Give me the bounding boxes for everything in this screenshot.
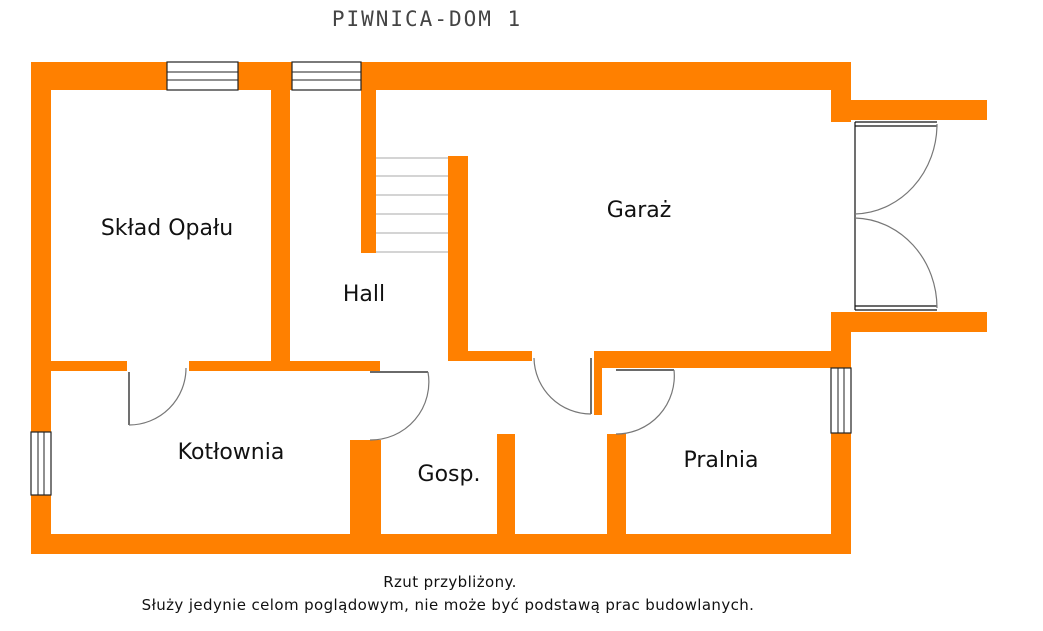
- wall-pralnia-left: [607, 434, 626, 544]
- room-label-hall: Hall: [343, 282, 385, 307]
- window-left-kotlownia: [30, 431, 52, 496]
- wall-garaz-left: [448, 156, 468, 361]
- room-labels: Skład Opału Hall Garaż Kotłownia Gosp. P…: [101, 198, 759, 487]
- windows: [30, 61, 852, 496]
- gate-wing-bottom: [831, 312, 987, 332]
- wall-garaz-bottom-left: [448, 351, 532, 361]
- door-hall-pralnia: [615, 369, 675, 435]
- wall-kotlownia-top-left: [31, 361, 127, 371]
- door-hall-garaz: [533, 357, 592, 415]
- wall-left: [31, 62, 51, 554]
- wall-hall-garaz: [361, 88, 376, 253]
- room-label-garaz: Garaż: [607, 198, 672, 223]
- interior-walls: [31, 88, 838, 544]
- wall-garaz-bottom-right: [594, 351, 838, 361]
- staircase: [376, 157, 448, 253]
- wall-sklad-hall: [271, 88, 290, 363]
- wall-top: [31, 62, 851, 90]
- door-hall-kotlownia: [369, 371, 430, 441]
- room-label-gosp: Gosp.: [418, 462, 481, 487]
- door-sklad-kotlownia: [128, 367, 187, 426]
- wall-pralnia-top: [602, 361, 838, 368]
- window-top-left: [166, 61, 239, 91]
- plan-title: PIWNICA-DOM 1: [332, 7, 522, 31]
- wall-gosp-right: [497, 434, 515, 544]
- room-label-kotlownia: Kotłownia: [178, 440, 285, 465]
- window-top-hall: [291, 61, 362, 91]
- note-disclaimer: Służy jedynie celom poglądowym, nie może…: [142, 596, 755, 614]
- room-label-pralnia: Pralnia: [683, 448, 758, 473]
- window-right-pralnia: [830, 367, 852, 434]
- garage-gate: [853, 120, 938, 312]
- wall-kotlownia-top-right: [189, 361, 380, 371]
- wall-pralnia-post: [594, 355, 602, 415]
- note-approximate: Rzut przybliżony.: [383, 573, 517, 591]
- wall-bottom: [31, 534, 851, 554]
- room-label-sklad-opalu: Skład Opału: [101, 216, 233, 241]
- wall-kotlownia-gosp: [350, 440, 381, 544]
- doors: [128, 120, 938, 441]
- exterior-walls: [31, 62, 987, 554]
- gate-wing-top: [831, 100, 987, 120]
